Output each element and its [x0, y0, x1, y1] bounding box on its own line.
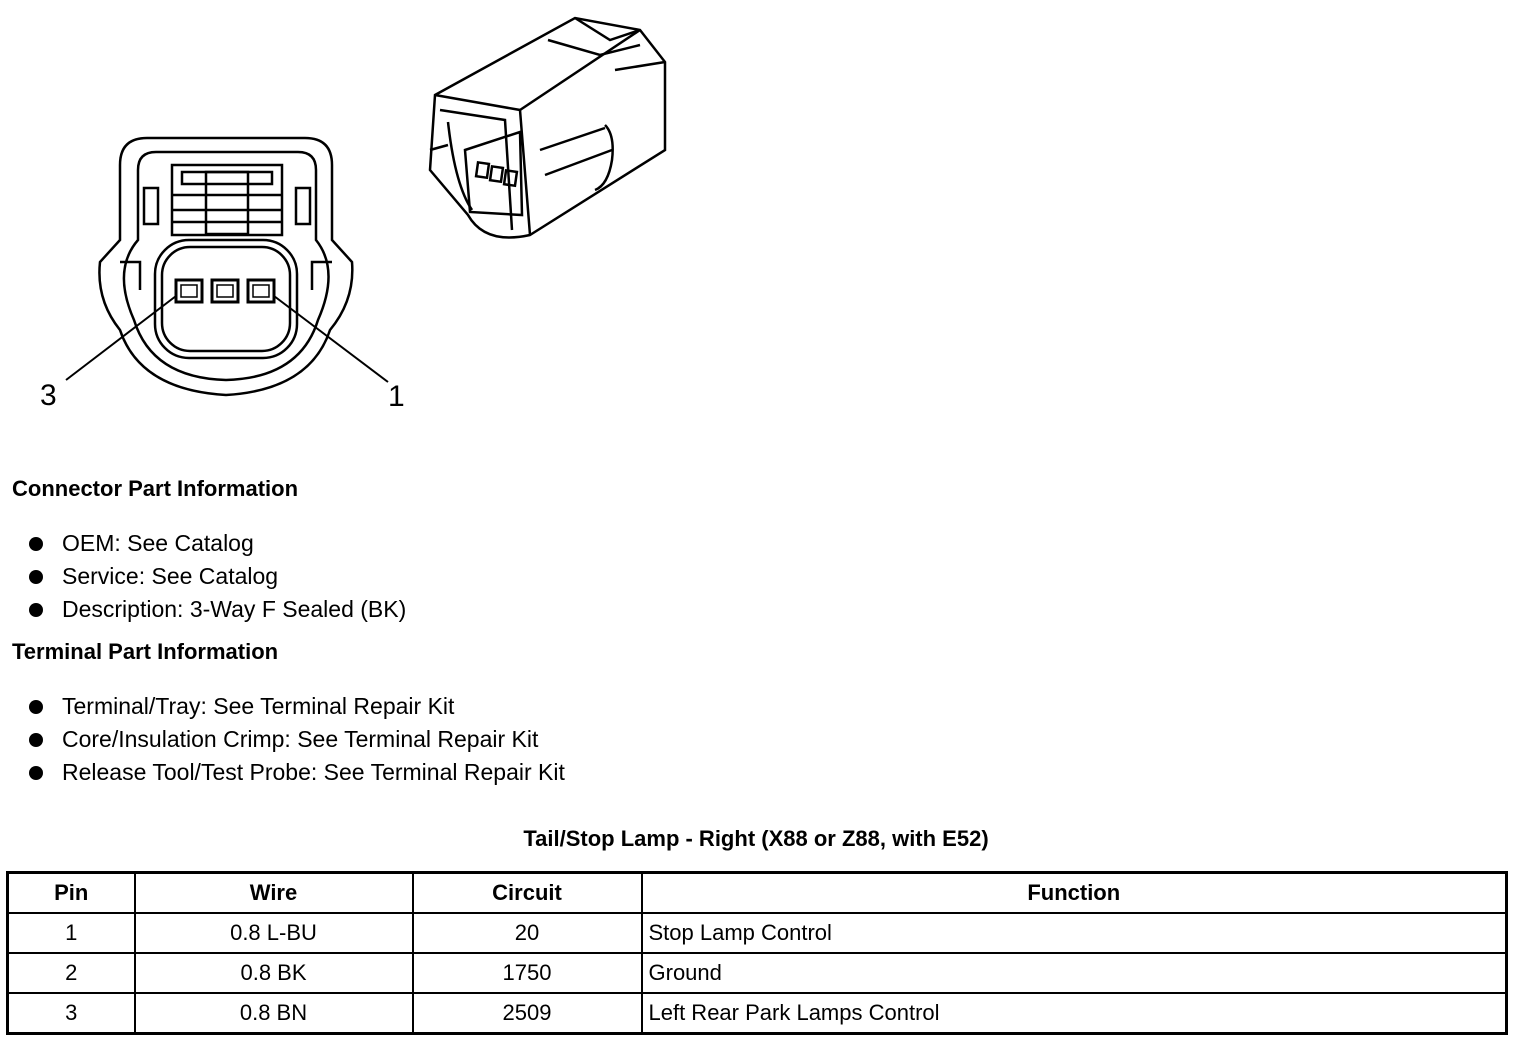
connector-iso-view	[428, 16, 667, 239]
cell-wire: 0.8 BK	[133, 952, 414, 994]
table-row: 1 0.8 L-BU 20 Stop Lamp Control	[6, 912, 1508, 954]
cell-wire: 0.8 BN	[133, 992, 414, 1035]
bullet-icon	[29, 766, 43, 780]
cell-function: Left Rear Park Lamps Control	[640, 992, 1508, 1035]
connector-info-heading: Connector Part Information	[12, 476, 299, 501]
bullet-icon	[29, 700, 43, 714]
list-item: Service: See Catalog	[28, 560, 406, 593]
cell-pin: 2	[6, 952, 136, 994]
pinout-table: Pin Wire Circuit Function 1 0.8 L-BU 20 …	[6, 871, 1508, 1035]
bullet-icon	[29, 733, 43, 747]
list-item: Terminal/Tray: See Terminal Repair Kit	[28, 690, 565, 723]
header-pin: Pin	[6, 871, 136, 914]
header-circuit: Circuit	[411, 871, 643, 914]
cell-circuit: 1750	[411, 952, 643, 994]
pin-3-label: 3	[40, 379, 57, 412]
terminal-info-heading: Terminal Part Information	[12, 639, 279, 664]
connector-info-list: OEM: See Catalog Service: See Catalog De…	[28, 527, 406, 626]
cell-function: Ground	[640, 952, 1508, 994]
bullet-icon	[29, 537, 43, 551]
list-item: Description: 3-Way F Sealed (BK)	[28, 593, 406, 626]
table-row: 2 0.8 BK 1750 Ground	[6, 952, 1508, 994]
table-title: Tail/Stop Lamp - Right (X88 or Z88, with…	[523, 826, 989, 851]
header-wire: Wire	[133, 871, 414, 914]
cell-pin: 3	[6, 992, 136, 1035]
list-item: OEM: See Catalog	[28, 527, 406, 560]
connector-face-view	[65, 136, 389, 397]
pin-1-label: 1	[388, 380, 405, 413]
cell-wire: 0.8 L-BU	[133, 912, 414, 954]
list-item: Core/Insulation Crimp: See Terminal Repa…	[28, 723, 565, 756]
bullet-icon	[29, 603, 43, 617]
list-item: Release Tool/Test Probe: See Terminal Re…	[28, 756, 565, 789]
cell-circuit: 20	[411, 912, 643, 954]
connector-illustration	[65, 16, 667, 397]
cell-function: Stop Lamp Control	[640, 912, 1508, 954]
bullet-icon	[29, 570, 43, 584]
cell-pin: 1	[6, 912, 136, 954]
header-function: Function	[640, 871, 1508, 914]
table-row: 3 0.8 BN 2509 Left Rear Park Lamps Contr…	[6, 992, 1508, 1035]
table-header-row: Pin Wire Circuit Function	[6, 871, 1508, 914]
terminal-info-list: Terminal/Tray: See Terminal Repair Kit C…	[28, 690, 565, 789]
cell-circuit: 2509	[411, 992, 643, 1035]
